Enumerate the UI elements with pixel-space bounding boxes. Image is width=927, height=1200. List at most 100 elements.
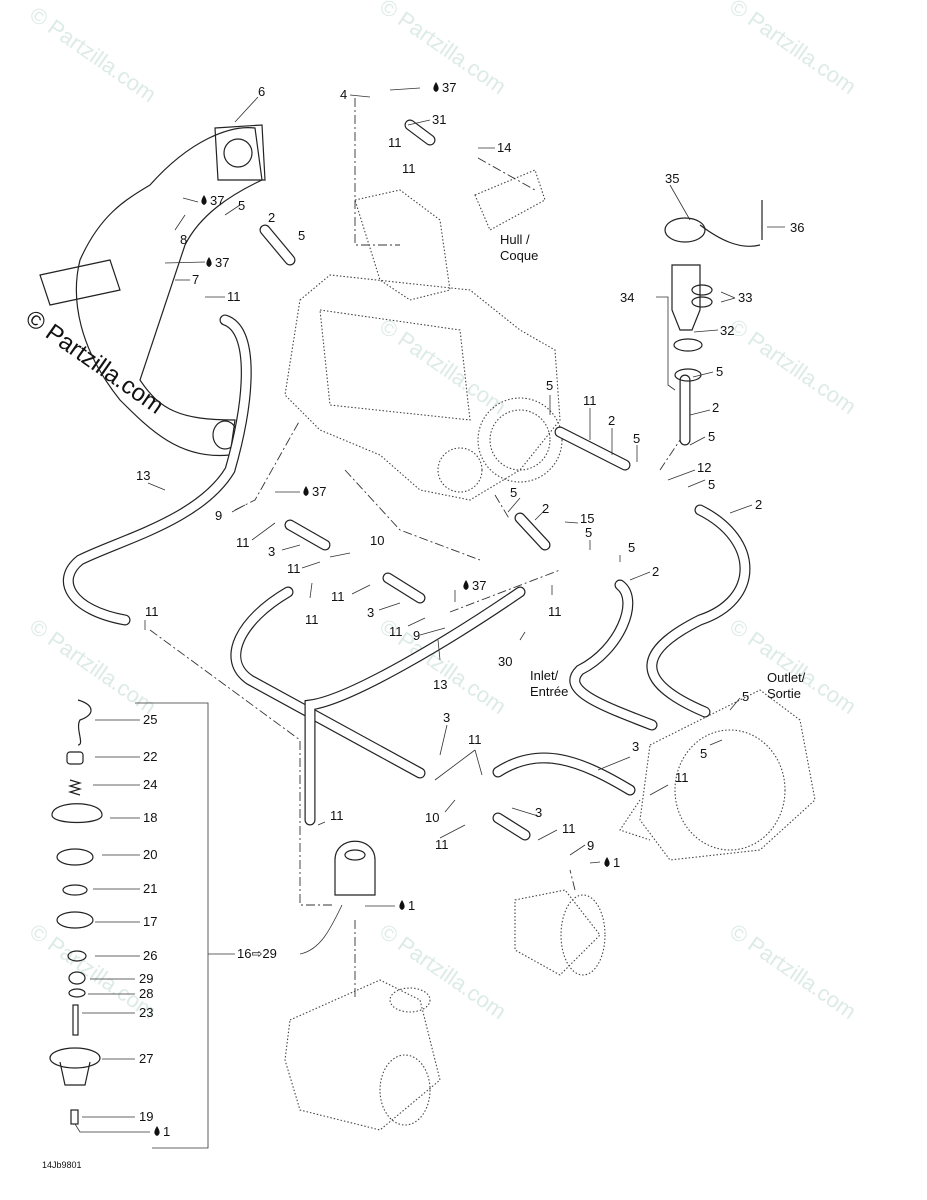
range-label: 16⇨29 — [237, 946, 277, 961]
reservoir-ghost — [284, 979, 441, 1131]
sealant-drop-icon — [399, 900, 405, 910]
callout-11: 11 — [236, 535, 250, 550]
filter — [514, 889, 606, 976]
hull-bracket-ghost — [474, 169, 546, 231]
callout-11: 11 — [330, 808, 344, 823]
note-outlet-line2: Sortie — [767, 686, 801, 701]
callout-23: 23 — [139, 1005, 153, 1020]
callout-3: 3 — [268, 544, 275, 559]
callout-30: 30 — [498, 654, 512, 669]
watermarks: © Partzilla.com © Partzilla.com © Partzi… — [21, 0, 861, 1024]
callout-11: 11 — [331, 589, 345, 604]
callout-5: 5 — [708, 429, 715, 444]
callout-5: 5 — [633, 431, 640, 446]
callout-13: 13 — [433, 677, 447, 692]
callout-37: 37 — [215, 255, 229, 270]
callout-11: 11 — [562, 821, 576, 836]
callout-13: 13 — [136, 468, 150, 483]
callout-11: 11 — [145, 604, 159, 619]
callout-11: 11 — [548, 604, 562, 619]
callout-11: 11 — [227, 289, 241, 304]
callout-5: 5 — [238, 198, 245, 213]
callout-5: 5 — [700, 746, 707, 761]
note-hull-line2: Coque — [500, 248, 538, 263]
sealant-drop-icon — [433, 82, 439, 92]
callout-11: 11 — [468, 732, 482, 747]
callout-11: 11 — [583, 393, 597, 408]
exhaust-manifold — [39, 124, 266, 457]
callout-1: 1 — [408, 898, 415, 913]
range-bracket — [135, 702, 343, 1149]
callout-14: 14 — [497, 140, 511, 155]
callout-15: 15 — [580, 511, 594, 526]
callout-27: 27 — [139, 1051, 153, 1066]
callout-5: 5 — [742, 689, 749, 704]
callout-37: 37 — [210, 193, 224, 208]
sealant-drop-icon — [604, 857, 610, 867]
engine-ghost — [284, 189, 563, 501]
watermark: © Partzilla.com — [725, 919, 861, 1025]
pump-housing-ghost — [619, 689, 816, 861]
callout-1: 1 — [613, 855, 620, 870]
callout-35: 35 — [665, 171, 679, 186]
callout-20: 20 — [143, 847, 157, 862]
callout-19: 19 — [139, 1109, 153, 1124]
callout-25: 25 — [143, 712, 157, 727]
callout-11: 11 — [305, 612, 319, 627]
callout-6: 6 — [258, 84, 265, 99]
hoses — [62, 119, 751, 841]
callout-11: 11 — [402, 161, 416, 176]
callout-5: 5 — [510, 485, 517, 500]
watermark: © Partzilla.com — [725, 314, 861, 420]
callout-2: 2 — [712, 400, 719, 415]
callout-26: 26 — [143, 948, 157, 963]
callout-5: 5 — [585, 525, 592, 540]
callout-32: 32 — [720, 323, 734, 338]
note-inlet-line2: Entrée — [530, 684, 568, 699]
note-hull-line1: Hull / — [500, 232, 530, 247]
callout-9: 9 — [587, 838, 594, 853]
callout-11: 11 — [287, 561, 301, 576]
callout-7: 7 — [192, 272, 199, 287]
callout-2: 2 — [608, 413, 615, 428]
callout-36: 36 — [790, 220, 804, 235]
callout-5: 5 — [546, 378, 553, 393]
callout-37: 37 — [472, 578, 486, 593]
callout-28: 28 — [139, 986, 153, 1001]
watermark: © Partzilla.com — [25, 2, 161, 108]
callout-22: 22 — [143, 749, 157, 764]
sealant-drop-icon — [463, 580, 469, 590]
callout-4: 4 — [340, 87, 347, 102]
callout-10: 10 — [370, 533, 384, 548]
callout-17: 17 — [143, 914, 157, 929]
callout-2: 2 — [755, 497, 762, 512]
sealant-drop-icon — [201, 195, 207, 205]
callout-3: 3 — [367, 605, 374, 620]
callout-33: 33 — [738, 290, 752, 305]
sealant-drop-icon — [303, 486, 309, 496]
callout-11: 11 — [389, 624, 403, 639]
callout-3: 3 — [535, 805, 542, 820]
callout-11: 11 — [435, 837, 449, 852]
watermark: © Partzilla.com — [375, 919, 511, 1025]
pressure-cap-assembly — [49, 699, 103, 1125]
note-outlet-line1: Outlet/ — [767, 670, 806, 685]
callout-5: 5 — [716, 364, 723, 379]
notes: Hull / Coque Inlet/ Entrée Outlet/ Sorti… — [42, 232, 806, 1170]
expansion-tank — [334, 840, 376, 896]
watermark: © Partzilla.com — [375, 314, 511, 420]
callout-18: 18 — [143, 810, 157, 825]
callout-5: 5 — [298, 228, 305, 243]
callout-3: 3 — [443, 710, 450, 725]
note-inlet-line1: Inlet/ — [530, 668, 559, 683]
callout-2: 2 — [268, 210, 275, 225]
callout-37: 37 — [312, 484, 326, 499]
callout-9: 9 — [413, 628, 420, 643]
callout-37: 37 — [442, 80, 456, 95]
callout-5: 5 — [708, 477, 715, 492]
drawing-code: 14Jb9801 — [42, 1160, 82, 1170]
callout-2: 2 — [542, 501, 549, 516]
callout-10: 10 — [425, 810, 439, 825]
callout-29: 29 — [139, 971, 153, 986]
